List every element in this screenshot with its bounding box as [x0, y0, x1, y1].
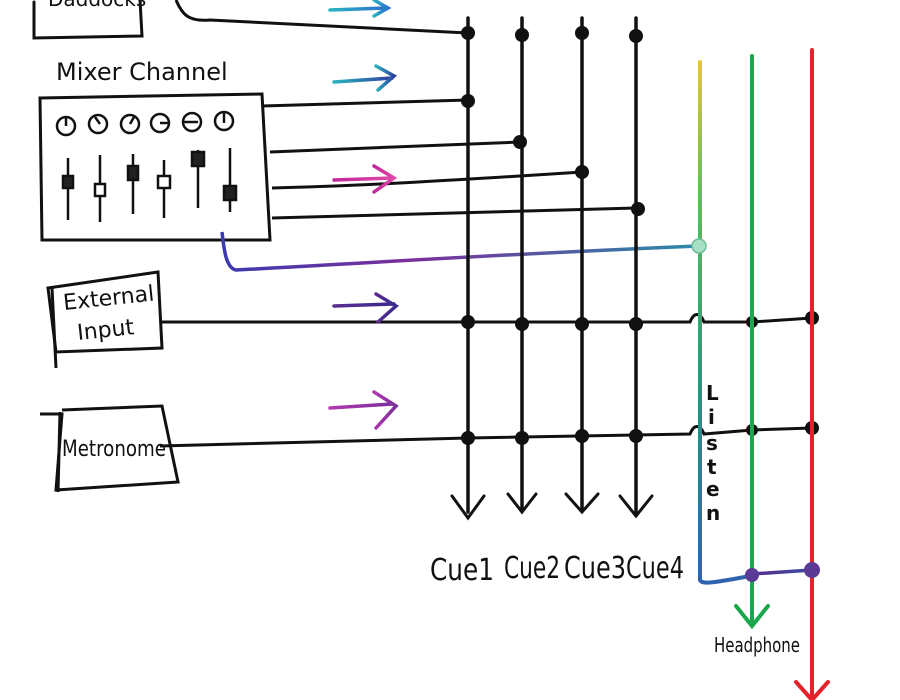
signal-arrow-icon	[328, 0, 399, 430]
cue1-label: Cue1	[430, 553, 494, 588]
external-input-label-line1: External	[62, 282, 155, 316]
listen-tap-node	[691, 238, 707, 254]
cue-bus-arrowheads	[450, 492, 654, 521]
mixer-channel-box	[38, 92, 272, 242]
rotary-knob-icon	[55, 110, 235, 137]
headphone-label: Headphone	[714, 633, 800, 657]
cue3-label: Cue3	[564, 551, 626, 586]
listen-to-red-tap	[751, 568, 813, 576]
headphone-red-arrowhead	[794, 680, 830, 700]
cue2-label: Cue2	[504, 551, 560, 586]
cue-junction-dots	[461, 26, 819, 445]
svg-text:n: n	[706, 501, 720, 525]
cue4-label: Cue4	[626, 551, 684, 586]
listen-bus-line	[698, 60, 752, 585]
headphone-green-arrowhead	[734, 604, 770, 630]
mixer-output-lines	[261, 98, 639, 220]
top-source-line	[174, 0, 469, 35]
mixer-listen-tap	[220, 231, 699, 272]
svg-text:s: s	[706, 431, 718, 455]
top-source-label: Daddocks	[48, 0, 146, 11]
metronome-label: Metronome	[62, 437, 166, 462]
external-input-label-line2: Input	[76, 315, 136, 346]
mixer-channel-label: Mixer Channel	[56, 58, 228, 86]
svg-text:t: t	[707, 455, 717, 479]
external-input-line	[162, 313, 813, 324]
svg-text:L: L	[706, 381, 719, 405]
top-source-box	[32, 0, 144, 40]
metronome-line	[159, 425, 813, 448]
fader-slider-icon	[61, 148, 238, 222]
metronome-box	[40, 404, 180, 493]
external-input-box	[46, 270, 164, 369]
svg-text:i: i	[708, 405, 715, 429]
listen-headphone-junctions	[745, 562, 820, 582]
listen-label: L i s t e n	[706, 381, 720, 525]
svg-text:e: e	[706, 477, 720, 501]
